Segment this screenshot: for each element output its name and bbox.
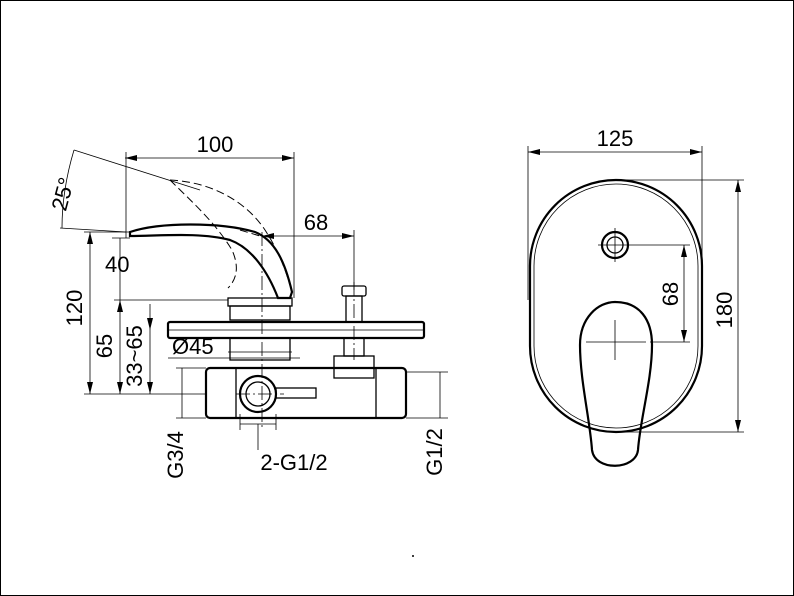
angle-arc [61,149,75,229]
arrow [282,155,294,161]
valve-body [204,366,408,420]
arrow [125,155,137,161]
dim-125-label: 125 [597,126,634,151]
outlet-label: G1/2 [422,428,447,476]
arrow [342,233,354,239]
collar [229,305,291,321]
angle-line [73,149,201,191]
dim-100-label: 100 [197,132,234,157]
mark-dot [412,555,414,557]
inlet-main-label: G3/4 [163,431,188,479]
angle-label: 25° [46,175,79,214]
arrow [735,420,741,432]
arrow [735,180,741,192]
side-view: 100 25° 68 40 [46,132,448,479]
cover-plate-inner [533,183,699,429]
arrow [262,233,274,239]
lever-front [578,300,654,467]
collar-top [227,297,293,307]
arrow [147,382,153,394]
dim-68-label: 68 [304,210,328,235]
cartridge [229,337,291,361]
front-view: 125 68 180 [527,126,744,467]
inlet-pair-label: 2-G1/2 [260,450,327,475]
arrow [681,245,687,257]
dim-180-label: 180 [712,292,737,329]
arrow [117,300,123,312]
dim-68-front-label: 68 [658,282,683,306]
arrow [690,149,702,155]
angle-line [59,227,127,233]
lever-tilted-line [239,229,261,237]
dim-65-label: 65 [92,334,117,358]
dim-120-label: 120 [62,290,87,327]
arrow [681,330,687,342]
inlet-pipe [275,387,317,399]
lever-tilted-outline [169,179,293,293]
arrow [87,382,93,394]
dim-40-label: 40 [105,252,129,277]
lever-tilted-inner [169,179,237,289]
arrow [147,318,153,330]
arrow [87,232,93,244]
arrow [117,382,123,394]
dim-diameter-label: Ø45 [172,334,214,359]
arrow [528,149,540,155]
dim-33-65-label: 33~65 [122,325,147,387]
